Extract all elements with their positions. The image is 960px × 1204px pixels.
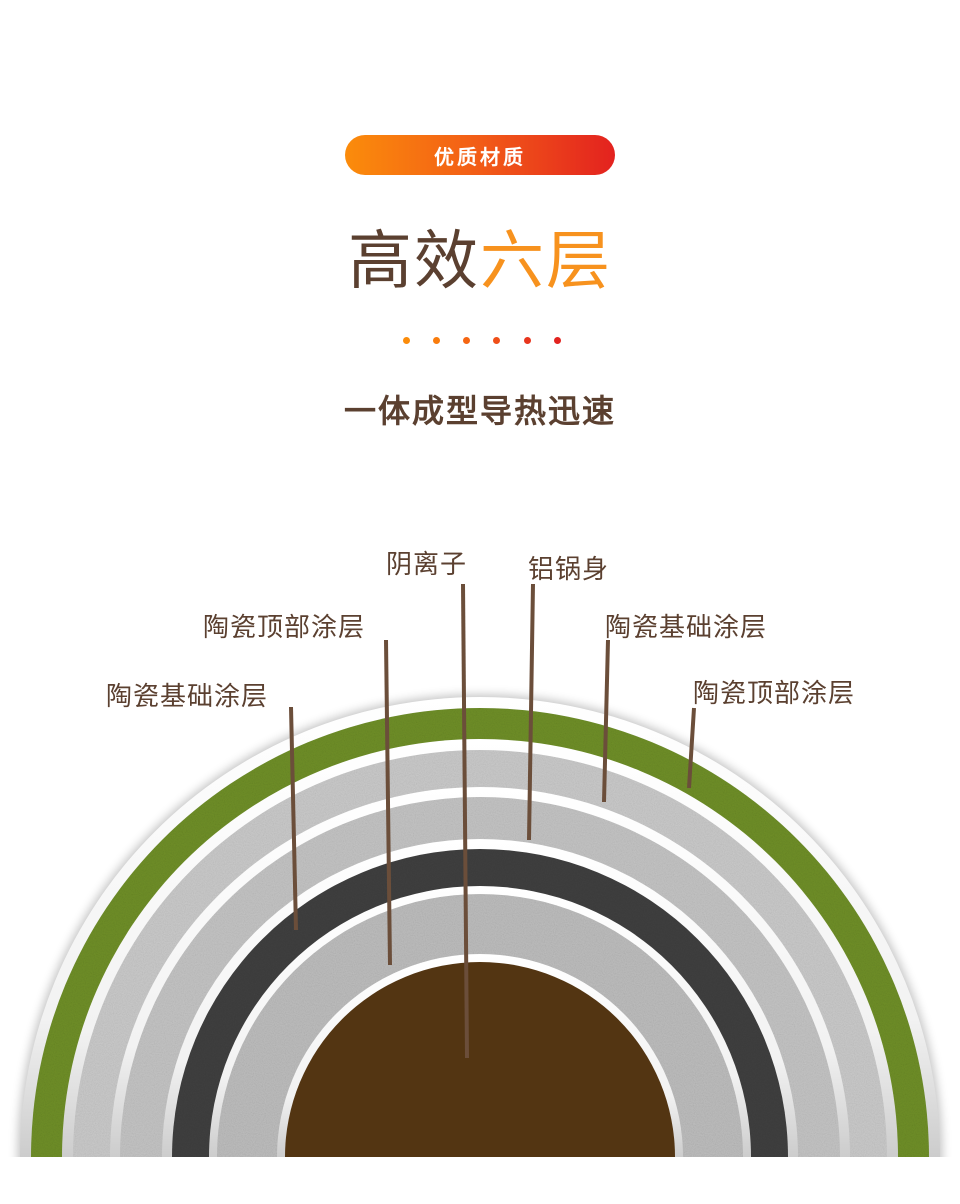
pointer-line-ceramic-base-left	[289, 706, 298, 931]
label-aluminum-body: 铝锅身	[528, 555, 610, 585]
pointer-line-anion	[461, 583, 469, 1059]
label-ceramic-top-left: 陶瓷顶部涂层	[203, 613, 366, 643]
dot-6	[554, 337, 561, 344]
pointer-line-ceramic-top-left	[384, 639, 392, 966]
layer-anion-core	[285, 962, 675, 1157]
page-title: 高效六层	[0, 222, 960, 302]
label-anion: 阴离子	[386, 550, 468, 580]
pointer-line-ceramic-top-right	[687, 707, 696, 789]
decorative-dots	[0, 337, 960, 345]
dot-1	[403, 337, 410, 344]
dot-3	[463, 337, 470, 344]
dot-5	[524, 337, 531, 344]
title-part-efficient: 高效	[348, 225, 480, 299]
label-ceramic-base-right: 陶瓷基础涂层	[605, 613, 768, 643]
label-ceramic-top-right: 陶瓷顶部涂层	[693, 679, 856, 709]
quality-material-badge: 优质材质	[345, 135, 615, 175]
dot-2	[433, 337, 440, 344]
page-subtitle: 一体成型导热迅速	[343, 392, 616, 430]
pointer-line-ceramic-base-right	[602, 639, 610, 803]
badge-label: 优质材质	[434, 144, 526, 169]
label-ceramic-base-left: 陶瓷基础涂层	[106, 682, 269, 712]
title-part-six-layers: 六层	[480, 225, 612, 299]
dot-4	[493, 337, 500, 344]
pointer-line-aluminum-body	[527, 583, 535, 841]
